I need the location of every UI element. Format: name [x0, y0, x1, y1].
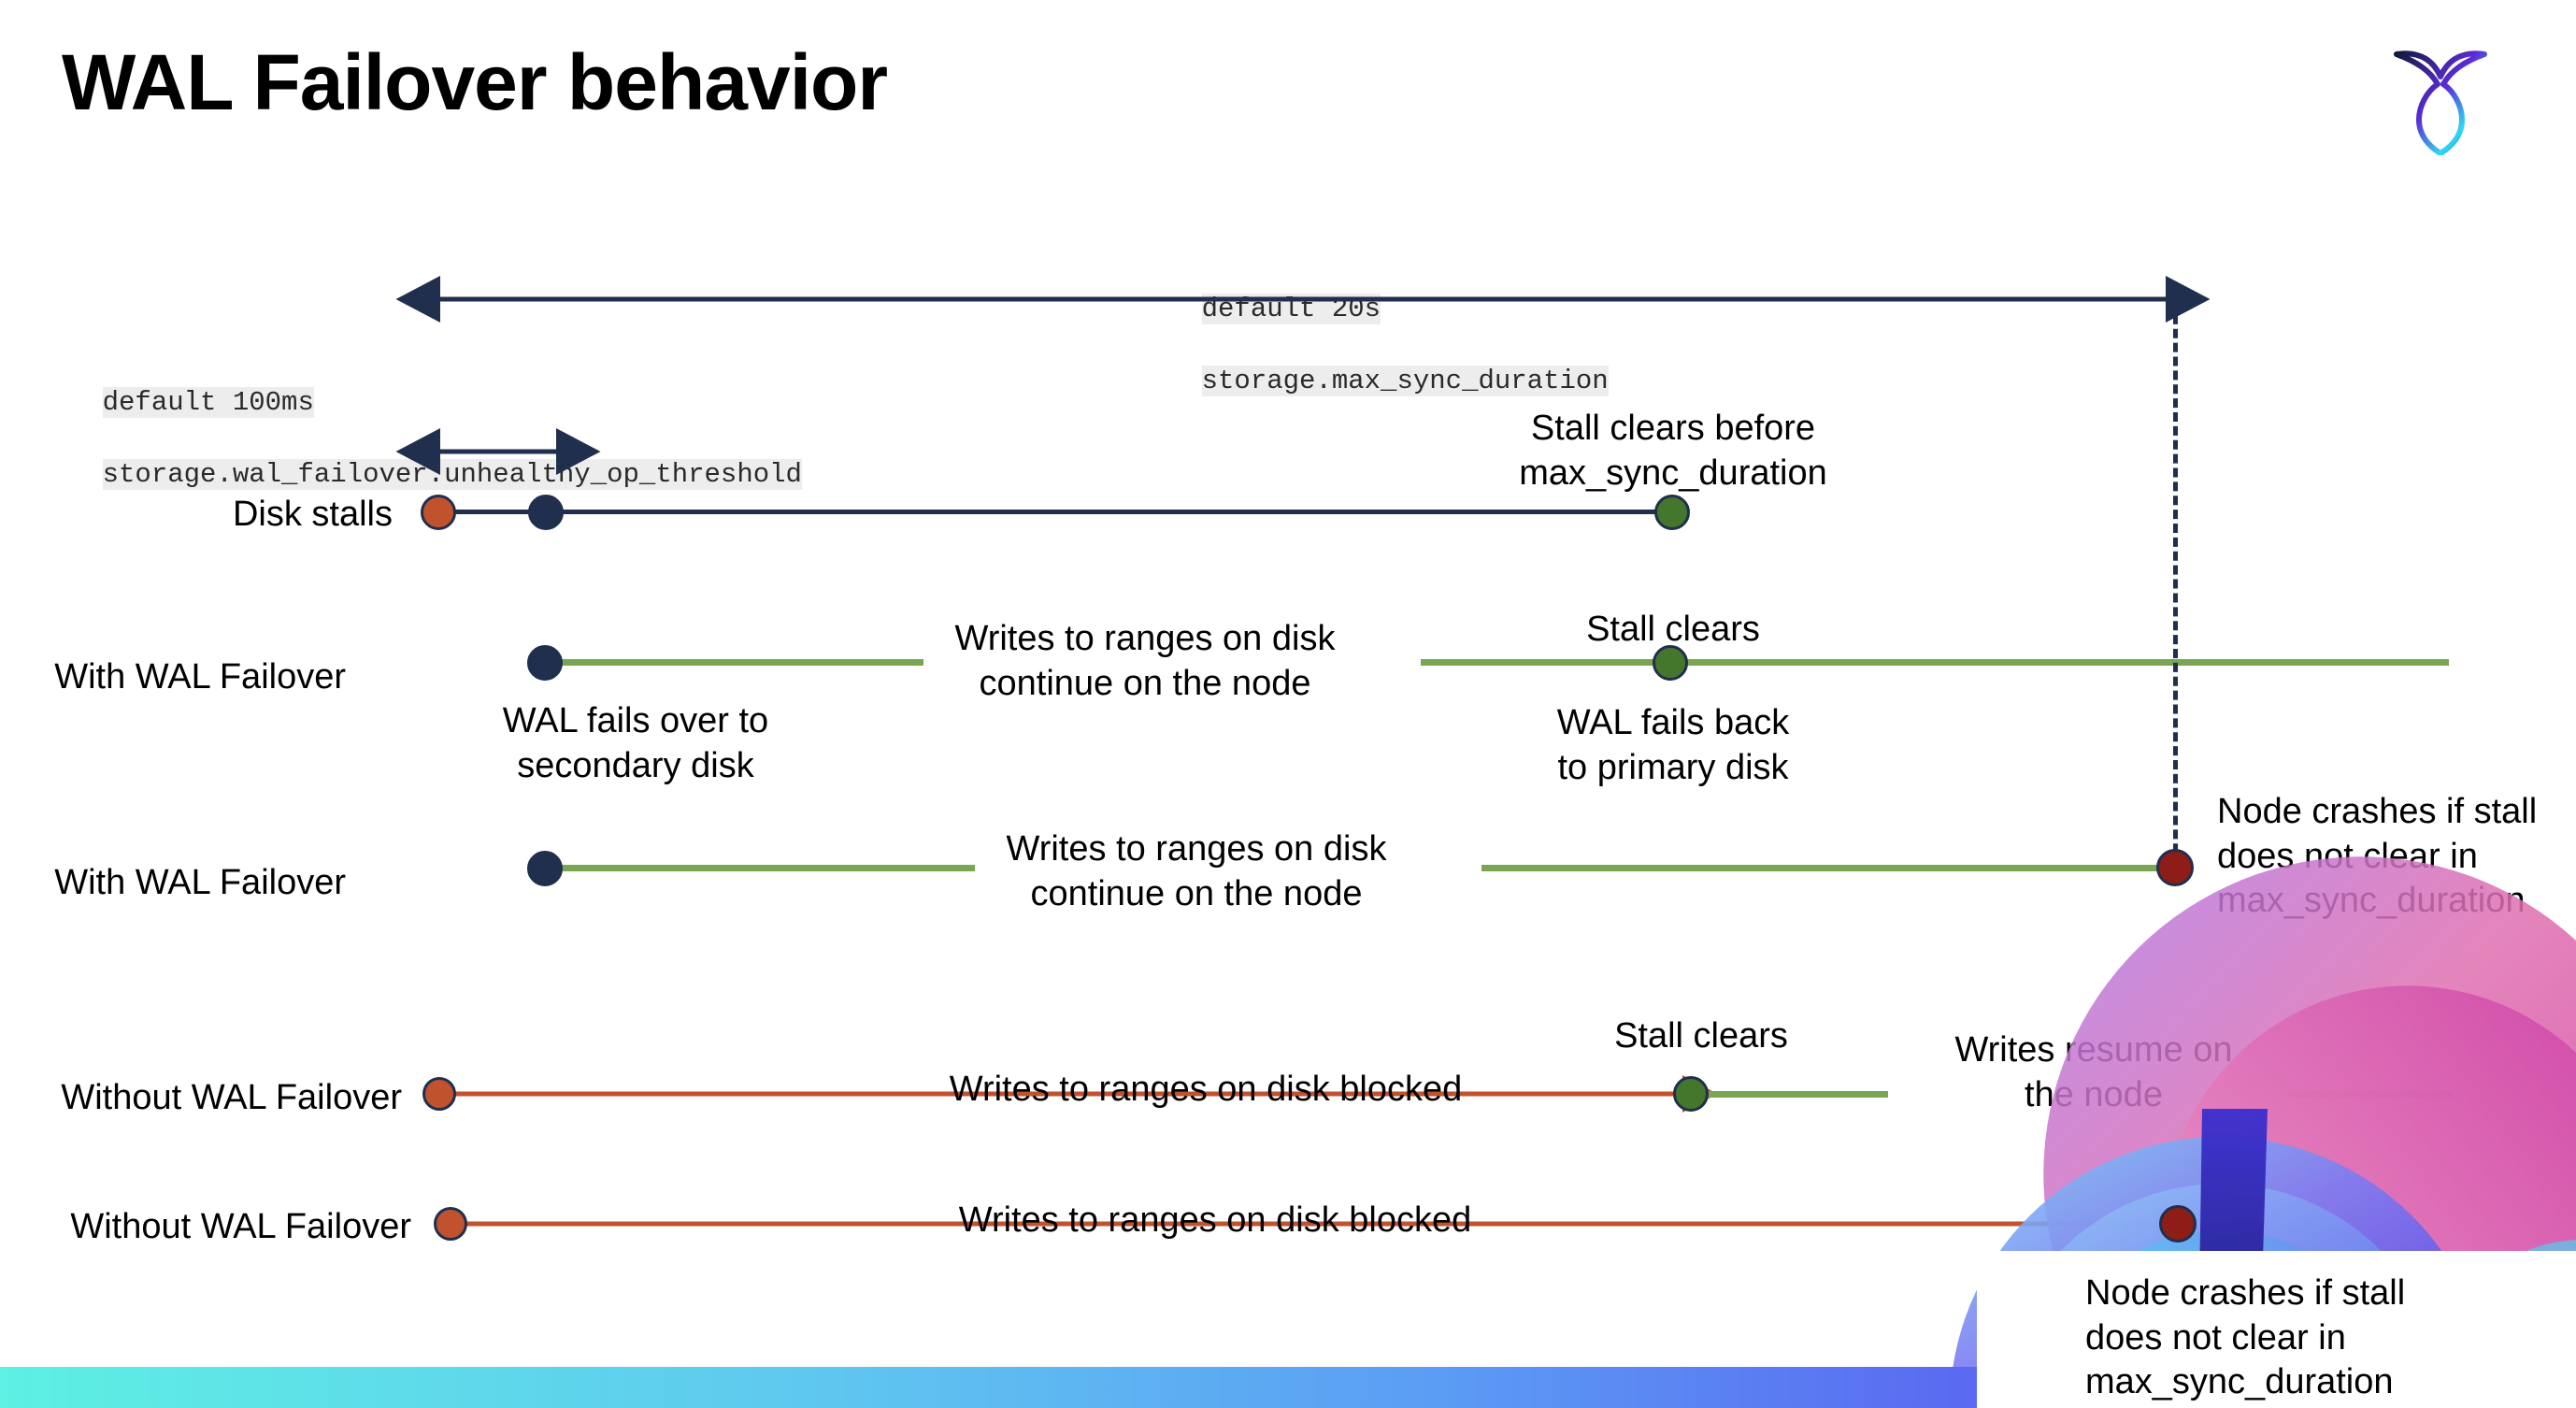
wal-failover-secondary-line-a — [540, 659, 923, 666]
annotation-writes-continue-row3: Writes to ranges on disk continue on the… — [1006, 829, 1387, 913]
stall-start-marker-row4 — [422, 1077, 456, 1111]
unhealthy-op-threshold-chip: default 100ms storage.wal_failover.unhea… — [37, 350, 802, 528]
disk-stall-line — [439, 510, 1673, 514]
max-sync-duration-default: default 20s — [1201, 294, 1381, 325]
stall-clear-marker-row2 — [1653, 645, 1688, 681]
annotation-wal-fails-over: WAL fails over to secondary disk — [502, 701, 769, 785]
row-label-with-wal-failover-2: With WAL Failover — [54, 863, 346, 902]
row-label-without-wal-failover-2: Without WAL Failover — [70, 1207, 411, 1246]
wal-failover-secondary-line-c — [540, 865, 975, 871]
annotation-node-crashes-row5: Node crashes if stall does not clear in … — [2085, 1273, 2406, 1401]
max-sync-duration-setting: storage.max_sync_duration — [1201, 365, 1609, 396]
node-crash-marker-row3 — [2156, 849, 2194, 886]
row-label-with-wal-failover-1: With WAL Failover — [54, 657, 346, 697]
stall-start-marker-row5 — [434, 1207, 467, 1241]
wal-failover-start-marker-row3 — [527, 851, 563, 886]
annotation-stall-clears-row4: Stall clears — [1614, 1016, 1788, 1056]
bottom-gradient-bar — [0, 1367, 2120, 1408]
unhealthy-op-threshold-default: default 100ms — [102, 387, 314, 419]
cockroachdb-logo-icon — [2389, 34, 2492, 156]
wal-failover-secondary-line-b — [1421, 659, 2449, 666]
row-label-disk-stalls: Disk stalls — [232, 495, 393, 534]
max-sync-duration-dropline — [2173, 301, 2178, 881]
page-title: WAL Failover behavior — [62, 38, 888, 126]
row-label-without-wal-failover-1: Without WAL Failover — [61, 1078, 402, 1117]
wal-failover-secondary-line-d — [1481, 865, 2178, 871]
stall-clear-marker-row1 — [1654, 495, 1690, 530]
disk-stall-start-marker — [421, 495, 456, 530]
annotation-writes-blocked-row5: Writes to ranges on disk blocked — [958, 1200, 1472, 1240]
annotation-writes-continue-row2: Writes to ranges on disk continue on the… — [954, 619, 1336, 703]
node-crash-callout-row5: Node crashes if stall does not clear in … — [1977, 1251, 2576, 1408]
annotation-writes-blocked-row4: Writes to ranges on disk blocked — [949, 1070, 1463, 1109]
stall-clear-marker-row4 — [1673, 1076, 1709, 1112]
writes-resume-line-a — [1701, 1091, 1888, 1098]
annotation-wal-fails-back: WAL fails back to primary disk — [1556, 703, 1790, 787]
unhealthy-op-threshold-setting: storage.wal_failover.unhealthy_op_thresh… — [102, 458, 802, 490]
wal-failover-trigger-marker — [528, 495, 564, 530]
wal-failover-start-marker-row2 — [527, 645, 563, 681]
annotation-stall-clears-before: Stall clears before max_sync_duration — [1519, 409, 1827, 493]
node-crash-marker-row5 — [2159, 1205, 2197, 1243]
annotation-stall-clears-row2: Stall clears — [1586, 610, 1760, 649]
